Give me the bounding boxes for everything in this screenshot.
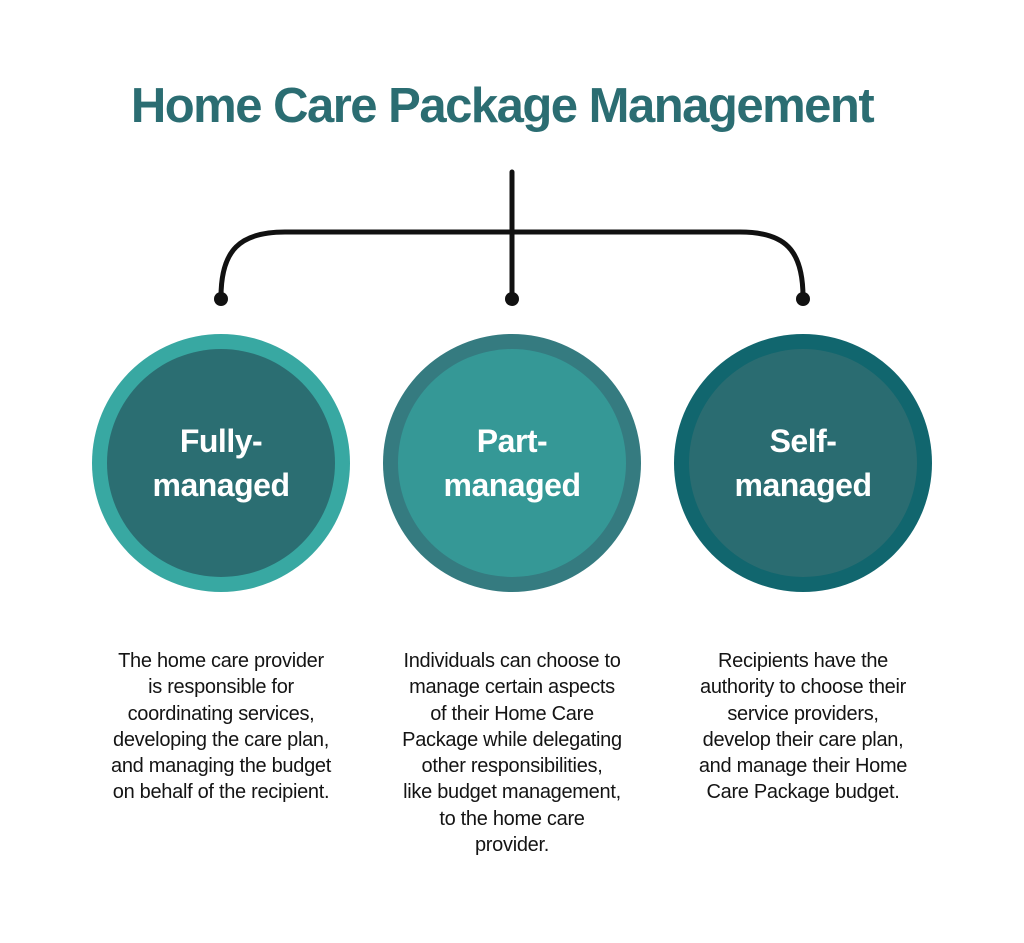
description-line: coordinating services,: [127, 702, 315, 725]
fully-managed-description: The home care provider is responsible fo…: [76, 648, 366, 806]
circle-label-line: managed: [443, 467, 581, 503]
endpoint-dot-fully: [214, 292, 228, 306]
self-managed-circle-inner: Self- managed: [689, 349, 917, 577]
description-line: of their Home Care: [430, 702, 594, 725]
description-line: develop their care plan,: [702, 728, 904, 751]
description-line: to the home care: [439, 807, 585, 830]
description-line: on behalf of the recipient.: [112, 781, 330, 804]
description-line: Individuals can choose to: [403, 650, 621, 672]
fully-managed-circle-inner: Fully- managed: [107, 349, 335, 577]
bracket-line: [218, 229, 806, 300]
circle-label-line: Fully-: [179, 423, 263, 459]
fully-managed-circle: Fully- managed: [92, 334, 350, 592]
description-line: and manage their Home: [698, 755, 908, 778]
self-managed-description: Recipients have the authority to choose …: [658, 648, 948, 806]
circle-label-line: Part-: [476, 423, 548, 459]
description-line: developing the care plan,: [113, 728, 329, 751]
description-line: Recipients have the: [718, 650, 888, 672]
description-line: and managing the budget: [111, 755, 331, 778]
description-line: other responsibilities,: [421, 755, 603, 778]
part-managed-circle: Part- managed: [383, 334, 641, 592]
circle-label-line: Self-: [769, 423, 837, 459]
circle-label-line: managed: [734, 467, 872, 503]
description-line: is responsible for: [148, 676, 294, 699]
endpoint-dot-self: [796, 292, 810, 306]
description-line: The home care provider: [118, 650, 324, 672]
description-line: service providers,: [727, 702, 879, 725]
circle-label-line: managed: [152, 467, 290, 503]
endpoint-dot-part: [505, 292, 519, 306]
description-line: provider.: [474, 834, 549, 857]
description-line: authority to choose their: [700, 676, 906, 699]
self-managed-circle: Self- managed: [674, 334, 932, 592]
description-line: manage certain aspects: [409, 676, 615, 699]
description-line: Package while delegating: [402, 728, 622, 751]
part-managed-description: Individuals can choose to manage certain…: [367, 648, 657, 858]
page-title: Home Care Package Management: [130, 79, 875, 133]
part-managed-circle-inner: Part- managed: [398, 349, 626, 577]
description-line: Care Package budget.: [706, 781, 900, 804]
description-line: like budget management,: [403, 781, 621, 804]
